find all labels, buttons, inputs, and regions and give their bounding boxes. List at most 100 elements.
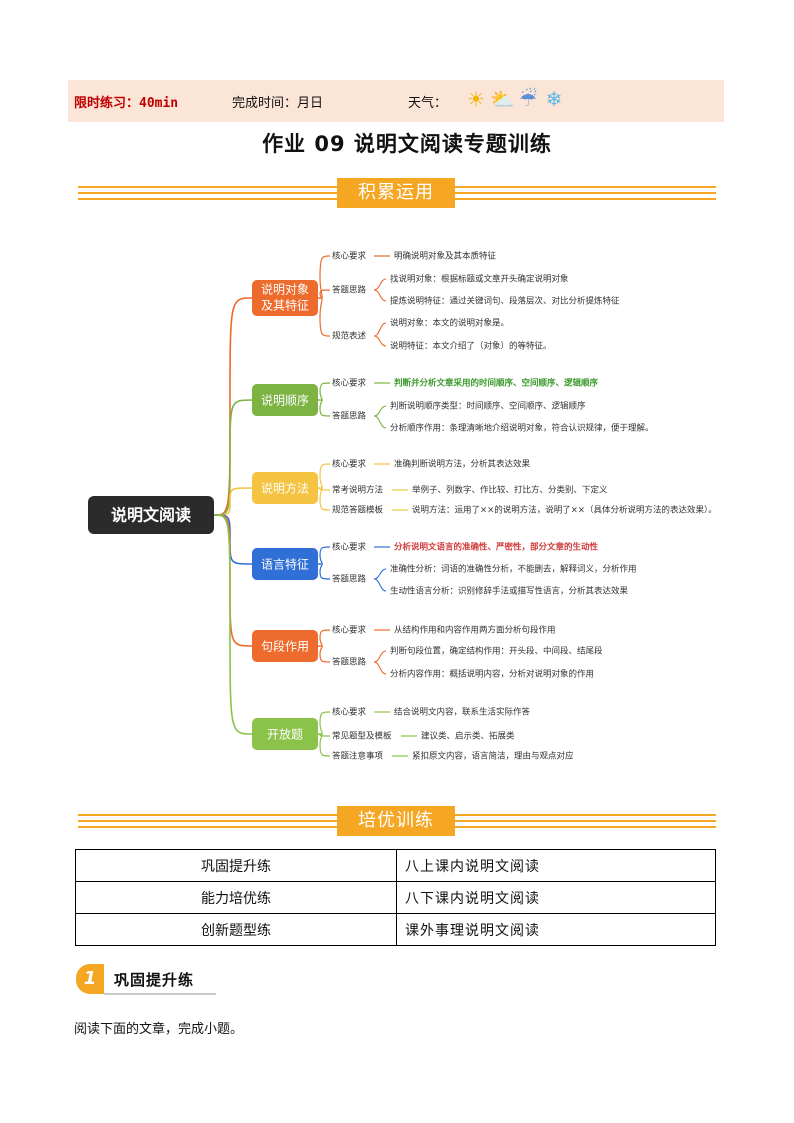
connector-line	[317, 487, 331, 511]
connector-line	[317, 289, 331, 299]
section1-label: 巩固提升练	[114, 971, 195, 989]
section-title-accumulate: 积累运用	[337, 178, 455, 208]
item-key-label: 核心要求	[332, 459, 367, 470]
item-key-label: 答题注意事项	[332, 751, 384, 762]
connector-line	[317, 546, 331, 565]
table-row: 创新题型练 课外事理说明文阅读	[75, 913, 716, 946]
leaf-text: 明确说明对象及其本质特征	[394, 251, 497, 262]
item-key-label: 核心要求	[332, 625, 367, 636]
connector-line	[373, 415, 387, 429]
connector-line	[317, 399, 331, 417]
table-cell-content: 课外事理说明文阅读	[396, 913, 716, 946]
item-key-label: 规范表述	[332, 331, 367, 342]
connector-line	[373, 289, 387, 302]
root-node	[88, 496, 214, 534]
branch-node	[252, 280, 318, 316]
leaf-text: 分析说明文语言的准确性、严密性，部分文章的生动性	[394, 542, 599, 553]
leaf-text: 判断并分析文章采用的时间顺序、空间顺序、逻辑顺序	[394, 378, 599, 389]
connector-line	[317, 382, 331, 401]
item-key-label: 核心要求	[332, 251, 367, 262]
table-cell-type: 能力培优练	[75, 881, 397, 914]
leaf-text: 说明对象：本文的说明对象是。	[390, 318, 509, 329]
branch-node-label: 说明对象	[261, 282, 309, 297]
connector-line	[317, 463, 331, 489]
table-cell-content: 八上课内说明文阅读	[396, 849, 716, 882]
connector-line	[213, 399, 253, 516]
table-cell-type: 巩固提升练	[75, 849, 397, 882]
connector-line	[213, 514, 253, 647]
leaf-text: 说明方法：运用了××的说明方法，说明了××（具体分析说明方法的表达效果）。	[412, 505, 717, 516]
branch-node	[252, 630, 318, 662]
connector-line	[373, 405, 387, 417]
leaf-text: 从结构作用和内容作用两方面分析句段作用	[394, 625, 556, 636]
section1-heading: 1 巩固提升练	[76, 964, 216, 995]
rain-cloud-icon: ☔	[519, 87, 537, 111]
training-table: 巩固提升练 八上课内说明文阅读 能力培优练 八下课内说明文阅读 创新题型练 课外…	[75, 849, 716, 946]
leaf-text: 紧扣原文内容，语言简洁，理由与观点对应	[412, 751, 574, 762]
branch-node-label: 句段作用	[261, 639, 309, 654]
section-number-badge: 1	[76, 964, 104, 994]
connector-line	[317, 629, 331, 647]
connector-line	[373, 661, 387, 675]
branch-node-label: 及其特征	[261, 298, 309, 313]
connector-line	[373, 578, 387, 592]
item-key-label: 答题思路	[332, 657, 367, 668]
completion-time-text: 完成时间：月日	[232, 96, 324, 111]
item-key-label: 答题思路	[332, 411, 367, 422]
sun-cloud-icon: ⛅	[490, 87, 515, 111]
branch-node	[252, 718, 318, 750]
root-node-label: 说明文阅读	[111, 506, 191, 525]
leaf-text: 找说明对象：根据标题或文章开头确定说明对象	[390, 274, 569, 285]
instruction-text: 阅读下面的文章，完成小题。	[74, 1022, 244, 1037]
mind-map: 说明文阅读说明对象及其特征核心要求明确说明对象及其本质特征答题思路找说明对象：根…	[88, 251, 717, 762]
connector-line	[373, 278, 387, 291]
item-key-label: 常考说明方法	[332, 485, 383, 496]
item-key-label: 答题思路	[332, 285, 367, 296]
item-key-label: 核心要求	[332, 707, 367, 718]
item-key-label: 核心要求	[332, 542, 367, 553]
leaf-text: 准确判断说明方法，分析其表达效果	[394, 459, 531, 470]
branch-node	[252, 384, 318, 416]
leaf-text: 举例子、列数字、作比较、打比方、分类别、下定义	[412, 485, 608, 496]
time-limit-text: 限时练习：40min	[74, 96, 179, 111]
snowflake-icon: ❄	[545, 87, 563, 111]
branch-node	[252, 548, 318, 580]
header-bar: 限时练习：40min 完成时间：月日 天气： ☀ ⛅ ☔ ❄	[68, 80, 724, 122]
item-key-label: 核心要求	[332, 378, 367, 389]
connector-line	[317, 645, 331, 663]
leaf-text: 判断说明顺序类型：时间顺序、空间顺序、逻辑顺序	[390, 401, 586, 412]
connector-line	[317, 711, 331, 735]
connector-line	[213, 514, 253, 735]
branch-node	[252, 472, 318, 504]
table-row: 能力培优练 八下课内说明文阅读	[75, 881, 716, 914]
connector-line	[317, 255, 331, 299]
leaf-text: 提炼说明特征：通过关键词句、段落层次、对比分析提炼特征	[390, 296, 620, 307]
connector-line	[213, 297, 253, 516]
table-cell-type: 创新题型练	[75, 913, 397, 946]
item-key-label: 常见题型及模板	[332, 731, 392, 742]
leaf-text: 生动性语言分析：识别修辞手法或描写性语言，分析其表达效果	[390, 586, 629, 597]
connector-line	[213, 514, 253, 565]
table-row: 巩固提升练 八上课内说明文阅读	[75, 849, 716, 882]
connector-line	[317, 563, 331, 580]
branch-node-label: 说明方法	[261, 481, 309, 496]
branch-node-label: 说明顺序	[261, 393, 309, 408]
leaf-text: 结合说明文内容，联系生活实际作答	[394, 707, 531, 718]
connector-line	[373, 568, 387, 580]
connector-line	[373, 322, 387, 337]
weather-label: 天气：	[408, 96, 448, 111]
leaf-text: 准确性分析：词语的准确性分析，不能删去，解释词义，分析作用	[390, 564, 637, 575]
connector-line	[373, 650, 387, 663]
page-title: 作业 09 说明文阅读专题训练	[262, 132, 552, 156]
section-title-training: 培优训练	[337, 806, 455, 836]
branch-node-label: 语言特征	[261, 557, 309, 572]
weather-icons: ☀ ⛅ ☔ ❄	[464, 86, 566, 112]
leaf-text: 分析顺序作用：条理清晰地介绍说明对象，符合认识规律，便于理解。	[390, 423, 654, 434]
table-cell-content: 八下课内说明文阅读	[396, 881, 716, 914]
leaf-text: 建议类、启示类、拓展类	[421, 731, 515, 742]
connector-line	[373, 335, 387, 347]
branch-node-label: 开放题	[267, 727, 303, 742]
item-key-label: 规范答题模板	[332, 505, 384, 516]
leaf-text: 判断句段位置，确定结构作用：开头段、中间段、结尾段	[390, 646, 603, 657]
leaf-text: 说明特征：本文介绍了（对象）的等特征。	[390, 341, 552, 352]
